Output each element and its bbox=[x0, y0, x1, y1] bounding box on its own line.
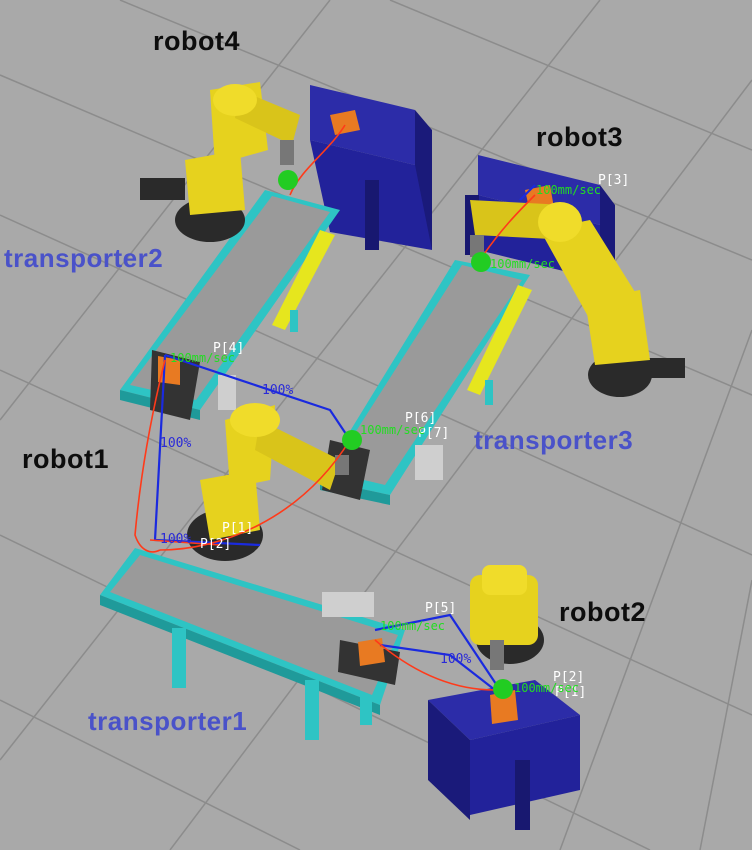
distance-label: 100mm/sec bbox=[490, 257, 555, 271]
distance-label: 100mm/sec bbox=[380, 619, 445, 633]
box-robot4-table[interactable] bbox=[330, 110, 360, 135]
transporter1-label: transporter1 bbox=[88, 706, 248, 736]
distance-label: 100mm/sec bbox=[536, 183, 601, 197]
transporter2-conveyor[interactable] bbox=[120, 190, 340, 420]
transporter3-label: transporter3 bbox=[474, 425, 634, 455]
target-sphere-robot4[interactable] bbox=[278, 170, 298, 190]
transporter1-conveyor[interactable] bbox=[100, 548, 405, 740]
robot2-arm[interactable] bbox=[470, 565, 544, 670]
point-label: P[1] bbox=[222, 521, 253, 536]
robot1-arm[interactable] bbox=[187, 403, 349, 561]
transporter2-label: transporter2 bbox=[4, 243, 164, 273]
robot2-label: robot2 bbox=[559, 597, 646, 627]
point-label: P[7] bbox=[418, 426, 449, 441]
box-transporter1[interactable] bbox=[358, 638, 385, 666]
target-sphere-robot3[interactable] bbox=[471, 252, 491, 272]
point-label: P[5] bbox=[425, 601, 456, 616]
point-label: P[6] bbox=[405, 411, 436, 426]
robot3-arm[interactable] bbox=[470, 200, 685, 397]
point-label: P[2] bbox=[200, 537, 231, 552]
robot4-label: robot4 bbox=[153, 26, 240, 56]
point-label: P[4] bbox=[213, 341, 244, 356]
robot1-label: robot1 bbox=[22, 444, 109, 474]
speed-label: 100% bbox=[160, 436, 191, 451]
table-robot2[interactable] bbox=[428, 680, 580, 830]
robot4-arm[interactable] bbox=[140, 82, 300, 242]
point-label: P[3] bbox=[598, 173, 629, 188]
transporter3-conveyor[interactable] bbox=[320, 260, 532, 505]
point-label: P[1] bbox=[555, 685, 586, 700]
distance-label: 100mm/sec bbox=[360, 423, 425, 437]
table-robot4[interactable] bbox=[310, 85, 432, 250]
distance-label: 100mm/sec bbox=[514, 681, 579, 695]
robot2-path bbox=[374, 613, 501, 691]
distance-label: 100mm/sec bbox=[170, 351, 235, 365]
robot3-path bbox=[479, 184, 536, 261]
speed-label: 100% bbox=[262, 383, 293, 398]
robot1-path-red bbox=[134, 359, 351, 553]
point-label: P[2] bbox=[553, 670, 584, 685]
box-robot2-table[interactable] bbox=[490, 690, 518, 724]
robot3-label: robot3 bbox=[536, 122, 623, 152]
speed-label: 100% bbox=[440, 652, 471, 667]
speed-label: 100% bbox=[160, 532, 191, 547]
target-sphere-robot1[interactable] bbox=[342, 430, 362, 450]
target-sphere-robot2[interactable] bbox=[493, 679, 513, 699]
